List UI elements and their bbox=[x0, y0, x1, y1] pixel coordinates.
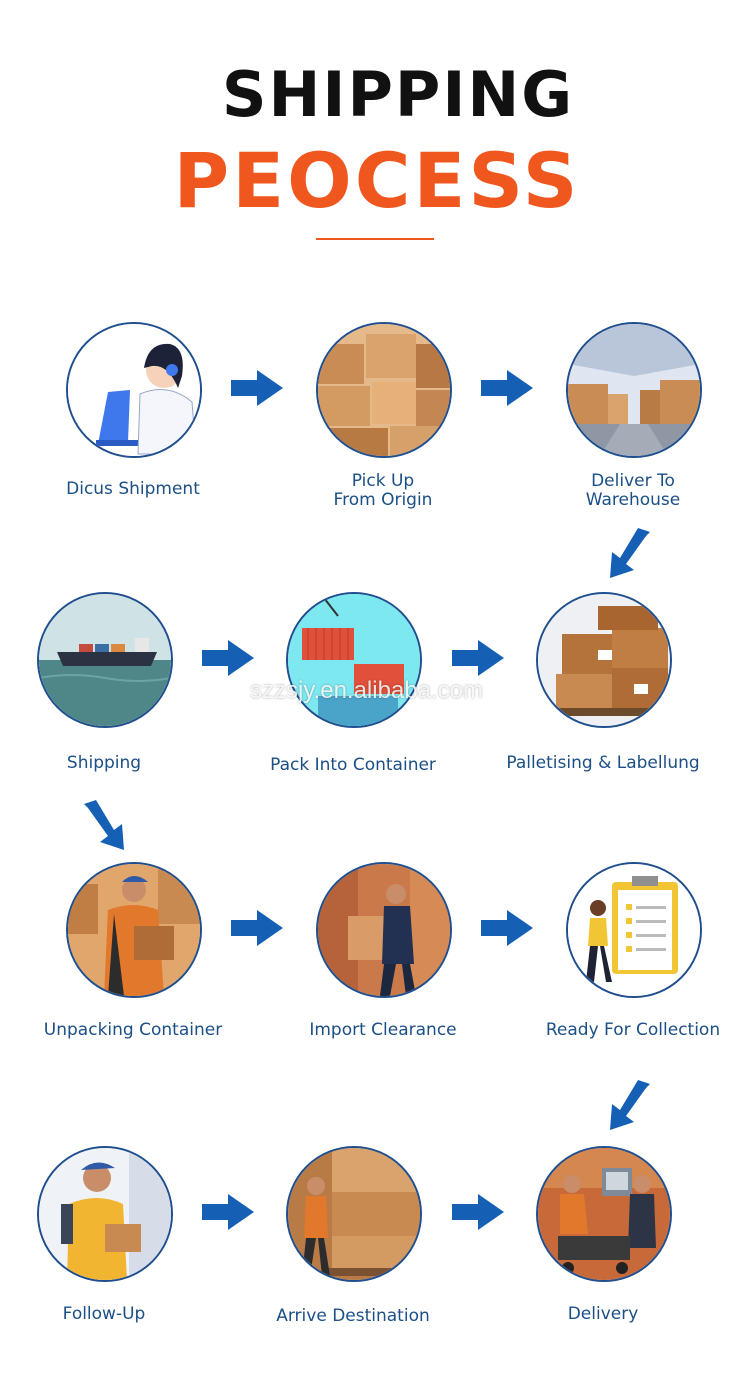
right-arrow-icon bbox=[229, 908, 285, 948]
step-image-import-clearance bbox=[316, 862, 452, 998]
watermark: szzsjy.en.alibaba.com bbox=[250, 677, 483, 704]
step-image-unpacking-container bbox=[66, 862, 202, 998]
right-arrow-icon bbox=[229, 368, 285, 408]
down-left-arrow-icon bbox=[80, 800, 124, 850]
step-image-follow-up bbox=[37, 1146, 173, 1282]
step-label-dicus-shipment: Dicus Shipment bbox=[66, 479, 200, 499]
step-label-shipping: Shipping bbox=[66, 753, 142, 773]
down-left-arrow-icon bbox=[610, 1080, 654, 1130]
step-label-ready-for-collection: Ready For Collection bbox=[545, 1020, 721, 1040]
down-left-arrow-icon bbox=[610, 528, 654, 578]
right-arrow-icon bbox=[200, 638, 256, 678]
step-label-pick-up: Pick Up From Origin bbox=[333, 471, 433, 510]
step-image-arrive-destination bbox=[286, 1146, 422, 1282]
step-image-deliver-to-warehouse bbox=[566, 322, 702, 458]
step-label-follow-up: Follow-Up bbox=[62, 1304, 146, 1324]
step-label-arrive-destination: Arrive Destination bbox=[276, 1306, 430, 1326]
step-label-pack-into-container: Pack Into Container bbox=[270, 755, 436, 775]
title-divider bbox=[316, 238, 434, 240]
page-title-line1: SHIPPING bbox=[221, 58, 575, 131]
right-arrow-icon bbox=[479, 368, 535, 408]
step-label-unpacking-container: Unpacking Container bbox=[43, 1020, 223, 1040]
step-label-import-clearance: Import Clearance bbox=[309, 1020, 457, 1040]
right-arrow-icon bbox=[450, 1192, 506, 1232]
step-image-palletising bbox=[536, 592, 672, 728]
step-label-palletising: Palletising & Labellung bbox=[506, 753, 700, 773]
step-image-pick-up bbox=[316, 322, 452, 458]
step-image-dicus-shipment bbox=[66, 322, 202, 458]
step-image-pack-into-container bbox=[286, 592, 422, 728]
right-arrow-icon bbox=[200, 1192, 256, 1232]
step-image-delivery bbox=[536, 1146, 672, 1282]
step-image-shipping bbox=[37, 592, 173, 728]
step-label-delivery: Delivery bbox=[567, 1304, 639, 1324]
right-arrow-icon bbox=[450, 638, 506, 678]
step-label-deliver-to-warehouse: Deliver To Warehouse bbox=[585, 471, 681, 510]
page-title-line2: PEOCESS bbox=[173, 136, 581, 225]
step-image-ready-for-collection bbox=[566, 862, 702, 998]
right-arrow-icon bbox=[479, 908, 535, 948]
